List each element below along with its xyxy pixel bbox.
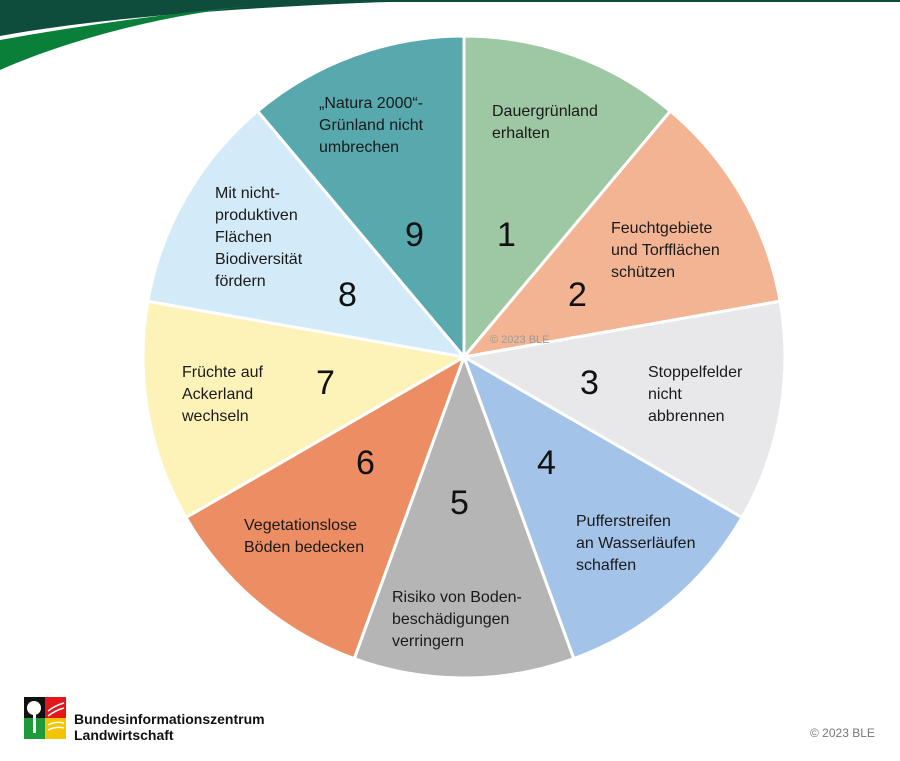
top-line — [0, 0, 900, 2]
label-line: fördern — [215, 273, 266, 290]
logo-line-1: Bundesinformationszentrum — [74, 711, 265, 727]
segment-1-label: Dauergrünland erhalten — [492, 101, 598, 145]
segment-4-label: Pufferstreifen an Wasserläufen schaffen — [576, 511, 695, 577]
segment-4-number: 4 — [537, 444, 556, 482]
header-swoosh — [0, 0, 900, 70]
label-line: Mit nicht- — [215, 185, 280, 202]
label-line: umbrechen — [319, 139, 400, 156]
segment-1 — [462, 34, 673, 362]
segment-3 — [459, 299, 787, 520]
segment-4 — [461, 353, 745, 661]
label-line: „Natura 2000“- — [319, 95, 424, 112]
segment-3-label: Stoppelfelder nicht abbrennen — [648, 362, 742, 428]
segment-5 — [352, 352, 576, 680]
segment-9-label: „Natura 2000“- Grünland nicht umbrechen — [319, 93, 423, 159]
label-line: erhalten — [492, 125, 550, 142]
label-line: verringern — [392, 633, 465, 650]
label-line: nicht — [648, 386, 682, 403]
dark-swoosh — [0, 0, 450, 36]
label-line: Grünland nicht — [319, 117, 424, 134]
label-line: Pufferstreifen — [576, 513, 671, 530]
label-line: Stoppelfelder — [648, 364, 743, 381]
label-line: produktiven — [215, 207, 298, 224]
label-line: schützen — [611, 264, 676, 281]
watermark: © 2023 BLE — [490, 334, 550, 346]
segment-2-number: 2 — [568, 276, 587, 314]
segment-6 — [183, 353, 467, 661]
segment-5-number: 5 — [450, 484, 469, 522]
segment-7-number: 7 — [316, 364, 335, 402]
segment-9 — [255, 34, 466, 362]
segment-6-number: 6 — [356, 444, 375, 482]
label-line: Böden bedecken — [244, 539, 365, 556]
label-line: Vegetationslose — [244, 517, 357, 534]
label-line: Feuchtgebiete — [611, 220, 713, 237]
label-line: schaffen — [576, 557, 637, 574]
green-swoosh — [0, 5, 262, 70]
label-line: Dauergrünland — [492, 103, 598, 120]
label-line: und Torfflächen — [611, 242, 720, 259]
segment-9-number: 9 — [405, 216, 424, 254]
segment-3-number: 3 — [580, 364, 599, 402]
segment-1-number: 1 — [497, 216, 516, 254]
label-line: Risiko von Boden- — [392, 589, 522, 606]
segment-8 — [146, 108, 468, 360]
label-line: Ackerland — [182, 386, 254, 403]
label-line: an Wasserläufen — [576, 535, 696, 552]
label-line: Flächen — [215, 229, 272, 246]
segment-2 — [460, 108, 782, 360]
segment-7 — [141, 299, 469, 520]
copyright: © 2023 BLE — [810, 726, 875, 740]
label-line: Früchte auf — [182, 364, 263, 381]
ble-logo-icon — [24, 697, 66, 739]
segment-5-label: Risiko von Boden-beschädigungen verringer… — [392, 587, 522, 653]
label-line: Biodiversität — [215, 251, 303, 268]
logo-line-2: Landwirtschaft — [74, 727, 174, 743]
label-line: beschädigungen — [392, 611, 510, 628]
logo-text: Bundesinformationszentrum Landwirtschaft — [74, 711, 265, 743]
segment-2-label: Feuchtgebiete und Torfflächen schützen — [611, 218, 720, 284]
label-line: wechseln — [182, 408, 249, 425]
segment-8-number: 8 — [338, 276, 357, 314]
label-line: abbrennen — [648, 408, 725, 425]
